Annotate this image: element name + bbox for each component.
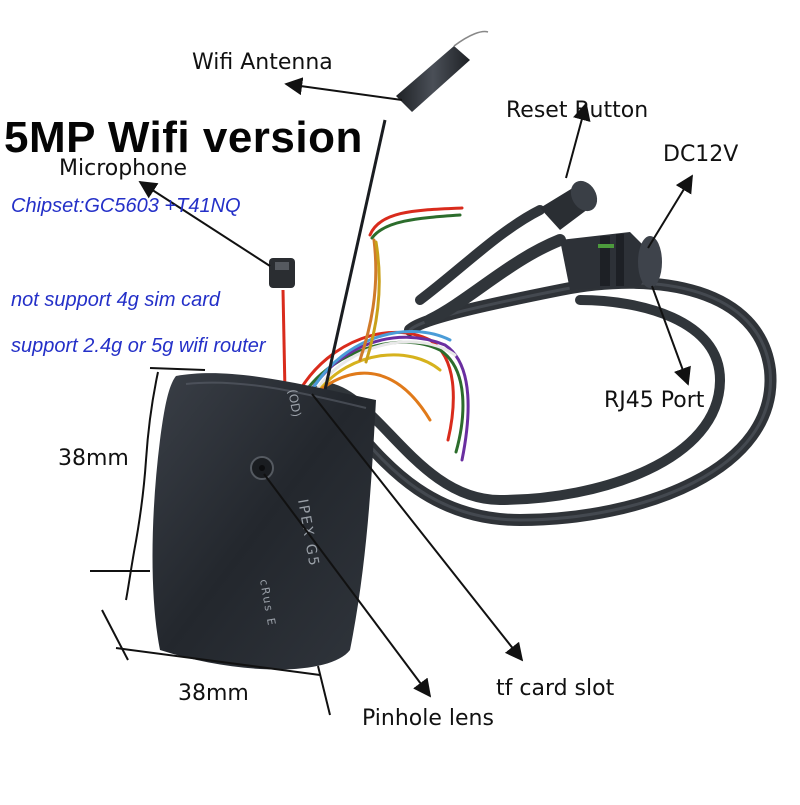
- dimension-height-label: 38mm: [58, 446, 129, 471]
- label-pinhole-lens: Pinhole lens: [362, 706, 494, 731]
- microphone-arrow: [138, 181, 271, 267]
- reset-button-arrow: [565, 102, 591, 179]
- dimension-width-label: 38mm: [178, 681, 249, 706]
- microphone-component: [269, 258, 295, 393]
- dimension-lines: [90, 367, 331, 716]
- label-reset-button: Reset Button: [506, 98, 649, 123]
- label-wifi-antenna: Wifi Antenna: [192, 50, 333, 75]
- spec-no-4g: not support 4g sim card: [11, 289, 220, 311]
- label-dc12v: DC12V: [663, 142, 739, 167]
- power-network-cable: [312, 205, 777, 527]
- pinhole-lens-arrow: [263, 473, 432, 698]
- module-side-print: (OD): [285, 388, 304, 418]
- rj45-port-arrow: [651, 285, 691, 386]
- wifi-antenna: [323, 30, 489, 391]
- label-rj45-port: RJ45 Port: [604, 388, 705, 413]
- reset-connector: [540, 180, 598, 230]
- camera-module-body: (OD) IPEX G5 cRus E: [152, 373, 376, 670]
- page-title: 5MP Wifi version: [4, 113, 363, 162]
- rj45-connector: [560, 232, 662, 290]
- tf-card-slot-arrow: [311, 393, 524, 662]
- wifi-antenna-arrow: [284, 77, 403, 101]
- spec-chipset: Chipset:GC5603 +T41NQ: [11, 195, 241, 217]
- label-tf-card-slot: tf card slot: [496, 676, 615, 701]
- spec-wifi-support: support 2.4g or 5g wifi router: [11, 335, 266, 357]
- label-microphone: Microphone: [59, 156, 188, 181]
- callout-arrows: [138, 77, 693, 698]
- dc12v-arrow: [647, 174, 693, 249]
